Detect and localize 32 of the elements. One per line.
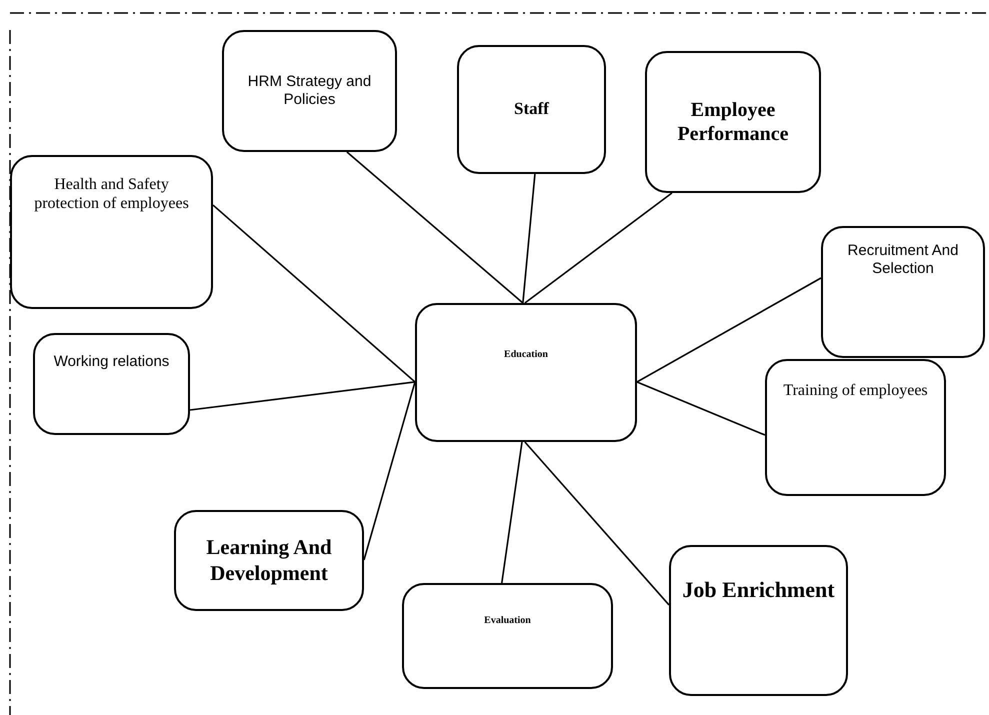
node-label: Training of employees xyxy=(783,381,928,400)
connector-line xyxy=(501,442,523,584)
node-label: Health and Safety protection of employees xyxy=(33,175,190,214)
rounded-box xyxy=(174,510,364,611)
connector-line xyxy=(346,151,524,304)
rounded-box xyxy=(222,30,397,152)
connector-line xyxy=(524,192,672,304)
node-label: Employee Performance xyxy=(676,98,790,146)
rounded-box xyxy=(765,359,946,496)
node-label: Job Enrichment xyxy=(682,577,835,604)
rounded-box xyxy=(821,226,985,358)
connector-line xyxy=(636,381,766,436)
node-label: HRM Strategy and Policies xyxy=(246,73,372,109)
rounded-box xyxy=(457,45,606,174)
rounded-box xyxy=(10,155,213,309)
node-label: Recruitment And Selection xyxy=(846,242,960,278)
rounded-box xyxy=(33,333,190,435)
node-label: Working relations xyxy=(54,353,170,371)
node-label: Education xyxy=(504,349,548,361)
node-label: Evaluation xyxy=(484,615,531,627)
rounded-box xyxy=(669,545,848,696)
connector-line xyxy=(636,277,822,383)
rounded-box xyxy=(402,583,613,689)
connector-line xyxy=(522,174,536,304)
connector-line xyxy=(212,204,416,383)
connector-line xyxy=(524,441,670,606)
node-label: Staff xyxy=(514,99,549,120)
connector-line xyxy=(190,381,416,411)
rounded-box xyxy=(645,51,821,193)
rounded-box xyxy=(415,303,637,442)
node-label: Learning And Development xyxy=(205,535,333,586)
connector-line xyxy=(363,382,416,560)
